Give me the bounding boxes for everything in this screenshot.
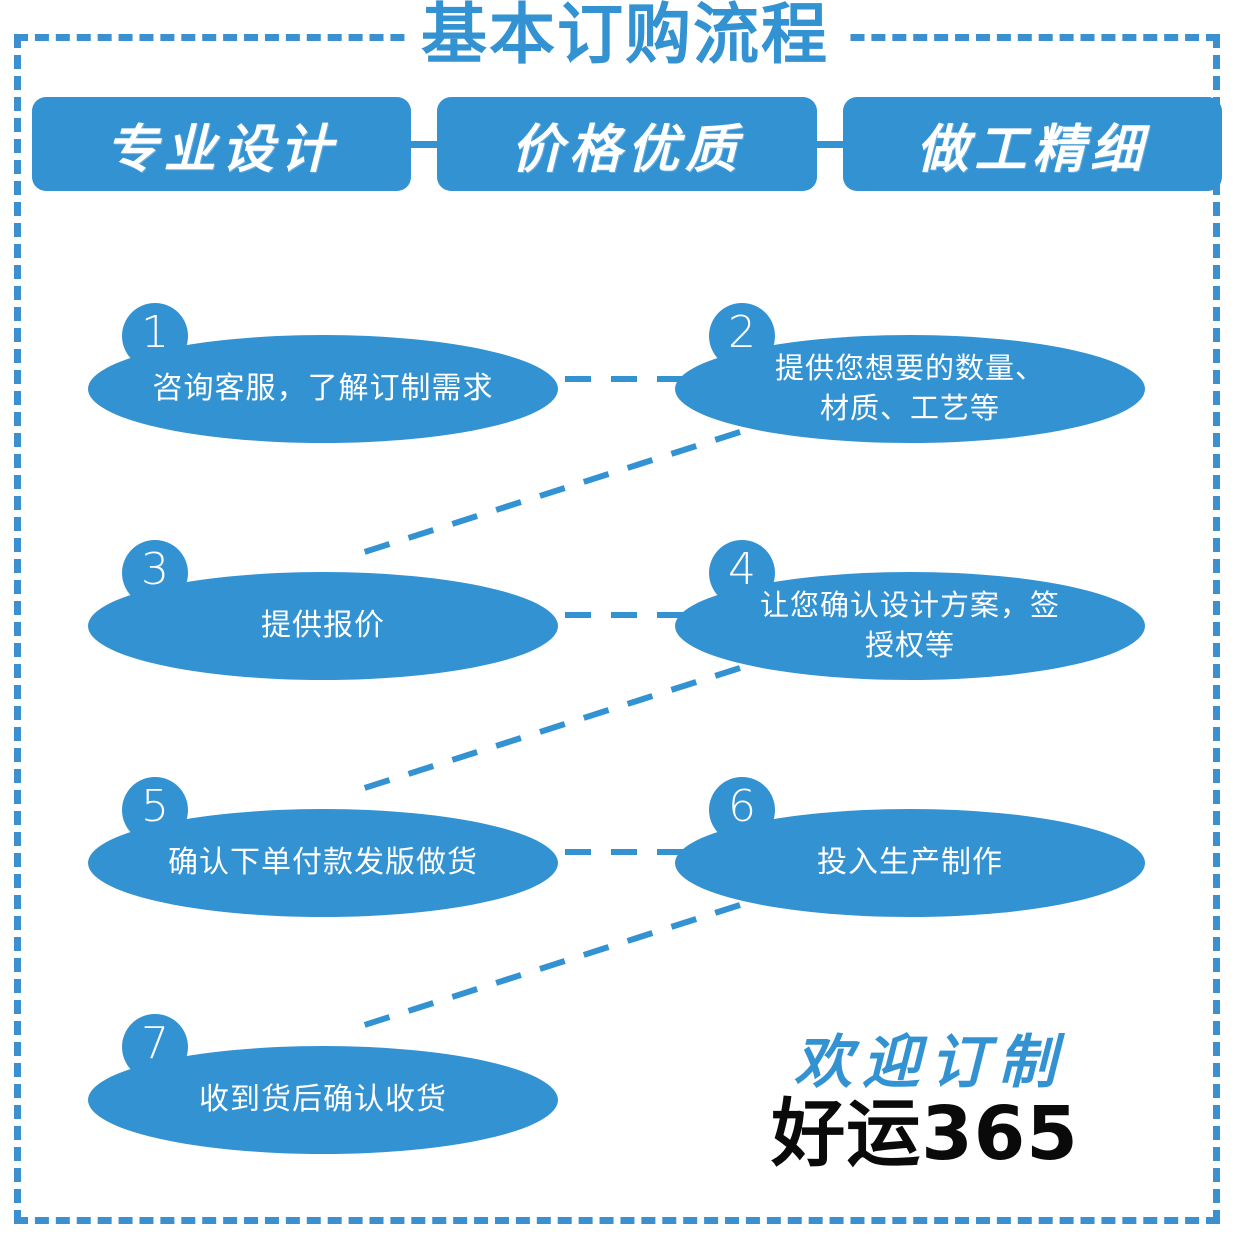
step-bubble-7: 收到货后确认收货 xyxy=(88,1046,558,1154)
page-title: 基本订购流程 xyxy=(0,0,1250,74)
connector-step2-step3 xyxy=(351,429,741,559)
step-bubble-4: 让您确认设计方案，签 授权等 xyxy=(675,572,1145,680)
step-bubble-1: 咨询客服，了解订制需求 xyxy=(88,335,558,443)
step-bubble-6: 投入生产制作 xyxy=(675,809,1145,917)
step-node-1[interactable]: 1 咨询客服，了解订制需求 xyxy=(88,303,558,443)
pill-connector-line-2 xyxy=(816,140,843,148)
feature-pill-row: 专业设计 价格优质 做工精细 xyxy=(32,97,1222,191)
brand-name: 好运365 xyxy=(771,1091,1079,1177)
connector-step4-step5 xyxy=(351,665,741,795)
step-bubble-3: 提供报价 xyxy=(88,572,558,680)
step-node-6[interactable]: 6 投入生产制作 xyxy=(675,777,1145,917)
feature-pill-quality-price[interactable]: 价格优质 xyxy=(437,97,817,191)
step-label-1: 咨询客服，了解订制需求 xyxy=(152,372,494,405)
step-label-6: 投入生产制作 xyxy=(817,846,1003,879)
feature-pill-professional-design[interactable]: 专业设计 xyxy=(32,97,412,191)
step-label-3: 提供报价 xyxy=(261,609,385,642)
step-label-5: 确认下单付款发版做货 xyxy=(168,846,478,879)
feature-pill-fine-workmanship[interactable]: 做工精细 xyxy=(842,97,1222,191)
step-node-3[interactable]: 3 提供报价 xyxy=(88,540,558,680)
brand-block: 欢迎订制 好运365 xyxy=(735,1030,1115,1174)
step-label-2: 提供您想要的数量、 材质、工艺等 xyxy=(774,353,1045,425)
step-bubble-5: 确认下单付款发版做货 xyxy=(88,809,558,917)
step-node-2[interactable]: 2 提供您想要的数量、 材质、工艺等 xyxy=(675,303,1145,443)
page-title-text: 基本订购流程 xyxy=(405,0,845,74)
step-node-7[interactable]: 7 收到货后确认收货 xyxy=(88,1014,558,1154)
step-label-4: 让您确认设计方案，签 授权等 xyxy=(759,590,1060,662)
connector-step6-step7 xyxy=(351,902,741,1032)
brand-tagline: 欢迎订制 xyxy=(793,1028,1066,1096)
step-label-7: 收到货后确认收货 xyxy=(199,1083,447,1116)
step-node-5[interactable]: 5 确认下单付款发版做货 xyxy=(88,777,558,917)
pill-connector-line-1 xyxy=(411,140,438,148)
step-bubble-2: 提供您想要的数量、 材质、工艺等 xyxy=(675,335,1145,443)
step-node-4[interactable]: 4 让您确认设计方案，签 授权等 xyxy=(675,540,1145,680)
